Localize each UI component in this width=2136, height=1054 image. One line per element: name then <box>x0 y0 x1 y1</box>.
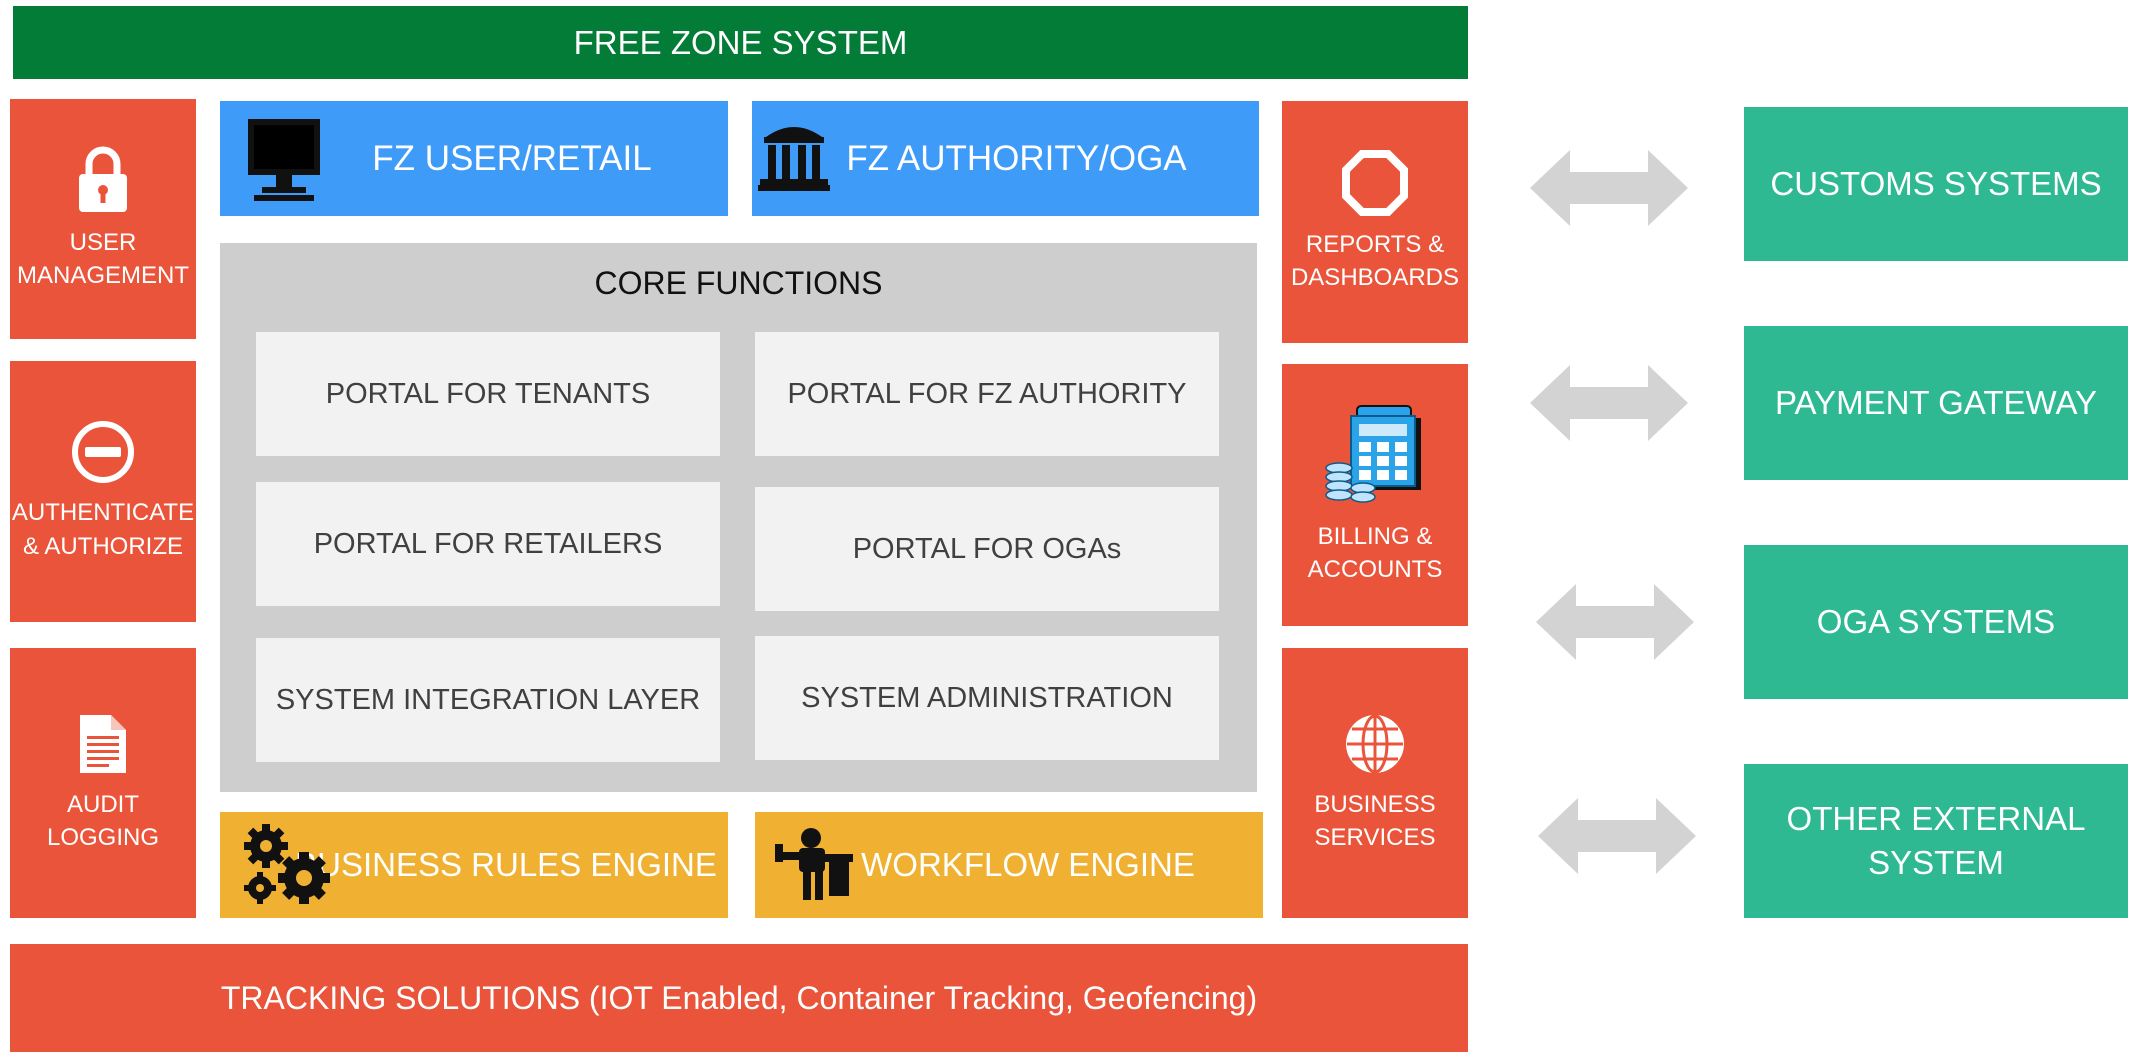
globe-icon <box>1346 714 1404 774</box>
tracking-solutions-label: TRACKING SOLUTIONS (IOT Enabled, Contain… <box>220 979 1258 1016</box>
user-management-label: USER MANAGEMENT <box>16 228 189 289</box>
user-management-panel[interactable]: USER MANAGEMENT <box>10 99 196 339</box>
customs-systems[interactable]: CUSTOMS SYSTEMS <box>1744 107 2128 261</box>
system-integration-layer-label: SYSTEM INTEGRATION LAYER <box>275 683 701 716</box>
payment-gateway[interactable]: PAYMENT GATEWAY <box>1744 326 2128 480</box>
tracking-solutions-bar[interactable]: TRACKING SOLUTIONS (IOT Enabled, Contain… <box>10 944 1468 1052</box>
business-rules-engine[interactable]: BUSINESS RULES ENGINE <box>220 812 728 918</box>
gears-icon <box>244 824 330 904</box>
portal-for-tenants-label: PORTAL FOR TENANTS <box>325 377 651 410</box>
reports-dashboards-panel[interactable]: REPORTS & DASHBOARDS <box>1282 101 1468 343</box>
fz-user-retail-label: FZ USER/RETAIL <box>372 138 652 178</box>
system-administration-label: SYSTEM ADMINISTRATION <box>801 681 1173 714</box>
workflow-engine-label: WORKFLOW ENGINE <box>861 846 1195 883</box>
oga-systems[interactable]: OGA SYSTEMS <box>1744 545 2128 699</box>
authenticate-authorize-panel[interactable]: AUTHENTICATE & AUTHORIZE <box>10 361 196 622</box>
portal-for-fz-authority-label: PORTAL FOR FZ AUTHORITY <box>787 377 1187 410</box>
portal-for-fz-authority[interactable]: PORTAL FOR FZ AUTHORITY <box>755 332 1219 456</box>
other-external-system[interactable]: OTHER EXTERNAL SYSTEM <box>1744 764 2128 918</box>
document-icon <box>80 714 126 773</box>
octagon-icon <box>1342 149 1408 216</box>
reports-dashboards-label: REPORTS & DASHBOARDS <box>1290 230 1460 291</box>
billing-accounts-label: BILLING & ACCOUNTS <box>1307 522 1443 583</box>
system-administration[interactable]: SYSTEM ADMINISTRATION <box>755 636 1219 760</box>
free-zone-system-header: FREE ZONE SYSTEM <box>13 6 1468 79</box>
no-entry-icon <box>72 421 134 484</box>
customs-double-arrow <box>1530 150 1688 226</box>
portal-for-tenants[interactable]: PORTAL FOR TENANTS <box>256 332 720 456</box>
business-services-panel[interactable]: BUSINESS SERVICES <box>1282 648 1468 918</box>
fz-authority-oga-bar[interactable]: FZ AUTHORITY/OGA <box>752 101 1259 216</box>
portal-for-ogas[interactable]: PORTAL FOR OGAs <box>755 487 1219 611</box>
business-services-label: BUSINESS SERVICES <box>1314 790 1436 851</box>
other-external-double-arrow <box>1538 798 1696 874</box>
worker-icon <box>775 828 853 900</box>
billing-calculator-icon <box>1325 404 1421 503</box>
lock-icon <box>79 146 127 212</box>
header-title: FREE ZONE SYSTEM <box>573 23 908 61</box>
core-functions-title: CORE FUNCTIONS <box>594 265 883 301</box>
billing-accounts-panel[interactable]: BILLING & ACCOUNTS <box>1282 364 1468 626</box>
oga-systems-label: OGA SYSTEMS <box>1816 603 2056 641</box>
audit-logging-panel[interactable]: AUDIT LOGGING <box>10 648 196 918</box>
authenticate-authorize-label: AUTHENTICATE & AUTHORIZE <box>11 499 195 560</box>
workflow-engine[interactable]: WORKFLOW ENGINE <box>755 812 1263 918</box>
system-integration-layer[interactable]: SYSTEM INTEGRATION LAYER <box>256 638 720 762</box>
fz-user-retail-bar[interactable]: FZ USER/RETAIL <box>220 101 728 216</box>
fz-authority-oga-label: FZ AUTHORITY/OGA <box>846 138 1187 178</box>
government-building-icon <box>758 127 830 191</box>
business-rules-engine-label: BUSINESS RULES ENGINE <box>295 846 717 883</box>
portal-for-retailers-label: PORTAL FOR RETAILERS <box>313 527 663 560</box>
audit-logging-label: AUDIT LOGGING <box>46 790 160 851</box>
oga-double-arrow <box>1536 584 1694 660</box>
other-external-system-label: OTHER EXTERNAL SYSTEM <box>1786 800 2086 881</box>
customs-systems-label: CUSTOMS SYSTEMS <box>1770 165 2102 203</box>
payment-gateway-label: PAYMENT GATEWAY <box>1774 384 2098 422</box>
computer-monitor-icon <box>248 119 320 201</box>
portal-for-retailers[interactable]: PORTAL FOR RETAILERS <box>256 482 720 606</box>
payment-double-arrow <box>1530 365 1688 441</box>
portal-for-ogas-label: PORTAL FOR OGAs <box>852 532 1122 565</box>
